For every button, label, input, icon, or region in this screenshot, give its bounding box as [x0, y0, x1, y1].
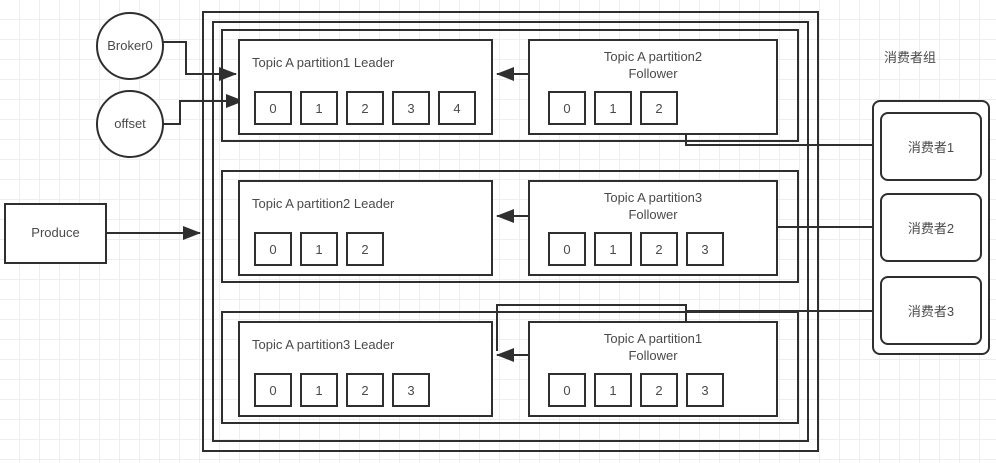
consumer-1-label: 消费者1	[907, 140, 955, 155]
offset-cell[interactable]: 1	[300, 232, 338, 266]
consumer-group-title: 消费者组	[884, 50, 937, 65]
consumer-3-label: 消费者3	[907, 304, 955, 319]
offset-cell[interactable]: 2	[346, 91, 384, 125]
partition3-follower-title-line2: Follower	[628, 207, 678, 222]
offset-label: offset	[114, 115, 146, 131]
offset-cell[interactable]: 2	[640, 232, 678, 266]
consumer-2-box[interactable]: 消费者2	[880, 193, 982, 262]
partition1-follower-title-line1: Topic A partition1	[603, 331, 703, 346]
partition2-follower-box[interactable]: Topic A partition2 Follower 0 1 2	[528, 39, 778, 135]
offset-cell[interactable]: 0	[254, 373, 292, 407]
partition-group-2: Topic A partition2 Leader 0 1 2 Topic A …	[221, 170, 799, 283]
broker-label: Broker0	[107, 37, 153, 53]
offset-cell[interactable]: 0	[548, 232, 586, 266]
consumer-2-label: 消费者2	[907, 221, 955, 236]
offset-cell[interactable]: 0	[548, 373, 586, 407]
partition2-follower-title-line1: Topic A partition2	[603, 49, 703, 64]
offset-cell[interactable]: 2	[640, 373, 678, 407]
partition-group-3: Topic A partition3 Leader 0 1 2 3 Topic …	[221, 311, 799, 424]
partition3-leader-box[interactable]: Topic A partition3 Leader 0 1 2 3	[238, 321, 493, 417]
partition1-leader-title: Topic A partition1 Leader	[252, 55, 395, 70]
offset-node[interactable]: offset	[96, 90, 164, 158]
offset-cell[interactable]: 0	[254, 232, 292, 266]
offset-cell[interactable]: 1	[300, 373, 338, 407]
consumer-1-box[interactable]: 消费者1	[880, 112, 982, 181]
offset-cell[interactable]: 1	[300, 91, 338, 125]
offset-cell[interactable]: 1	[594, 232, 632, 266]
offset-cell[interactable]: 2	[346, 232, 384, 266]
partition1-leader-box[interactable]: Topic A partition1 Leader 0 1 2 3 4	[238, 39, 493, 135]
offset-cell[interactable]: 3	[392, 91, 430, 125]
partition2-follower-title-line2: Follower	[628, 66, 678, 81]
offset-cell[interactable]: 2	[640, 91, 678, 125]
broker-node[interactable]: Broker0	[96, 12, 164, 80]
cluster-inner-shell	[212, 21, 809, 442]
offset-cell[interactable]: 4	[438, 91, 476, 125]
partition2-leader-title: Topic A partition2 Leader	[252, 196, 395, 211]
offset-cell[interactable]: 1	[594, 91, 632, 125]
offset-cell[interactable]: 3	[686, 232, 724, 266]
partition1-follower-title-line2: Follower	[628, 348, 678, 363]
offset-cell[interactable]: 3	[686, 373, 724, 407]
partition3-leader-title: Topic A partition3 Leader	[252, 337, 395, 352]
offset-cell[interactable]: 1	[594, 373, 632, 407]
offset-cell[interactable]: 3	[392, 373, 430, 407]
partition2-leader-box[interactable]: Topic A partition2 Leader 0 1 2	[238, 180, 493, 276]
partition3-follower-box[interactable]: Topic A partition3 Follower 0 1 2 3	[528, 180, 778, 276]
producer-label: Produce	[31, 225, 80, 241]
offset-cell[interactable]: 2	[346, 373, 384, 407]
offset-cell[interactable]: 0	[254, 91, 292, 125]
producer-node[interactable]: Produce	[4, 203, 107, 264]
offset-cell[interactable]: 0	[548, 91, 586, 125]
partition-group-1: Topic A partition1 Leader 0 1 2 3 4 Topi…	[221, 29, 799, 142]
partition1-follower-box[interactable]: Topic A partition1 Follower 0 1 2 3	[528, 321, 778, 417]
partition3-follower-title-line1: Topic A partition3	[603, 190, 703, 205]
consumer-3-box[interactable]: 消费者3	[880, 276, 982, 345]
cluster-outer-shell	[202, 11, 819, 452]
